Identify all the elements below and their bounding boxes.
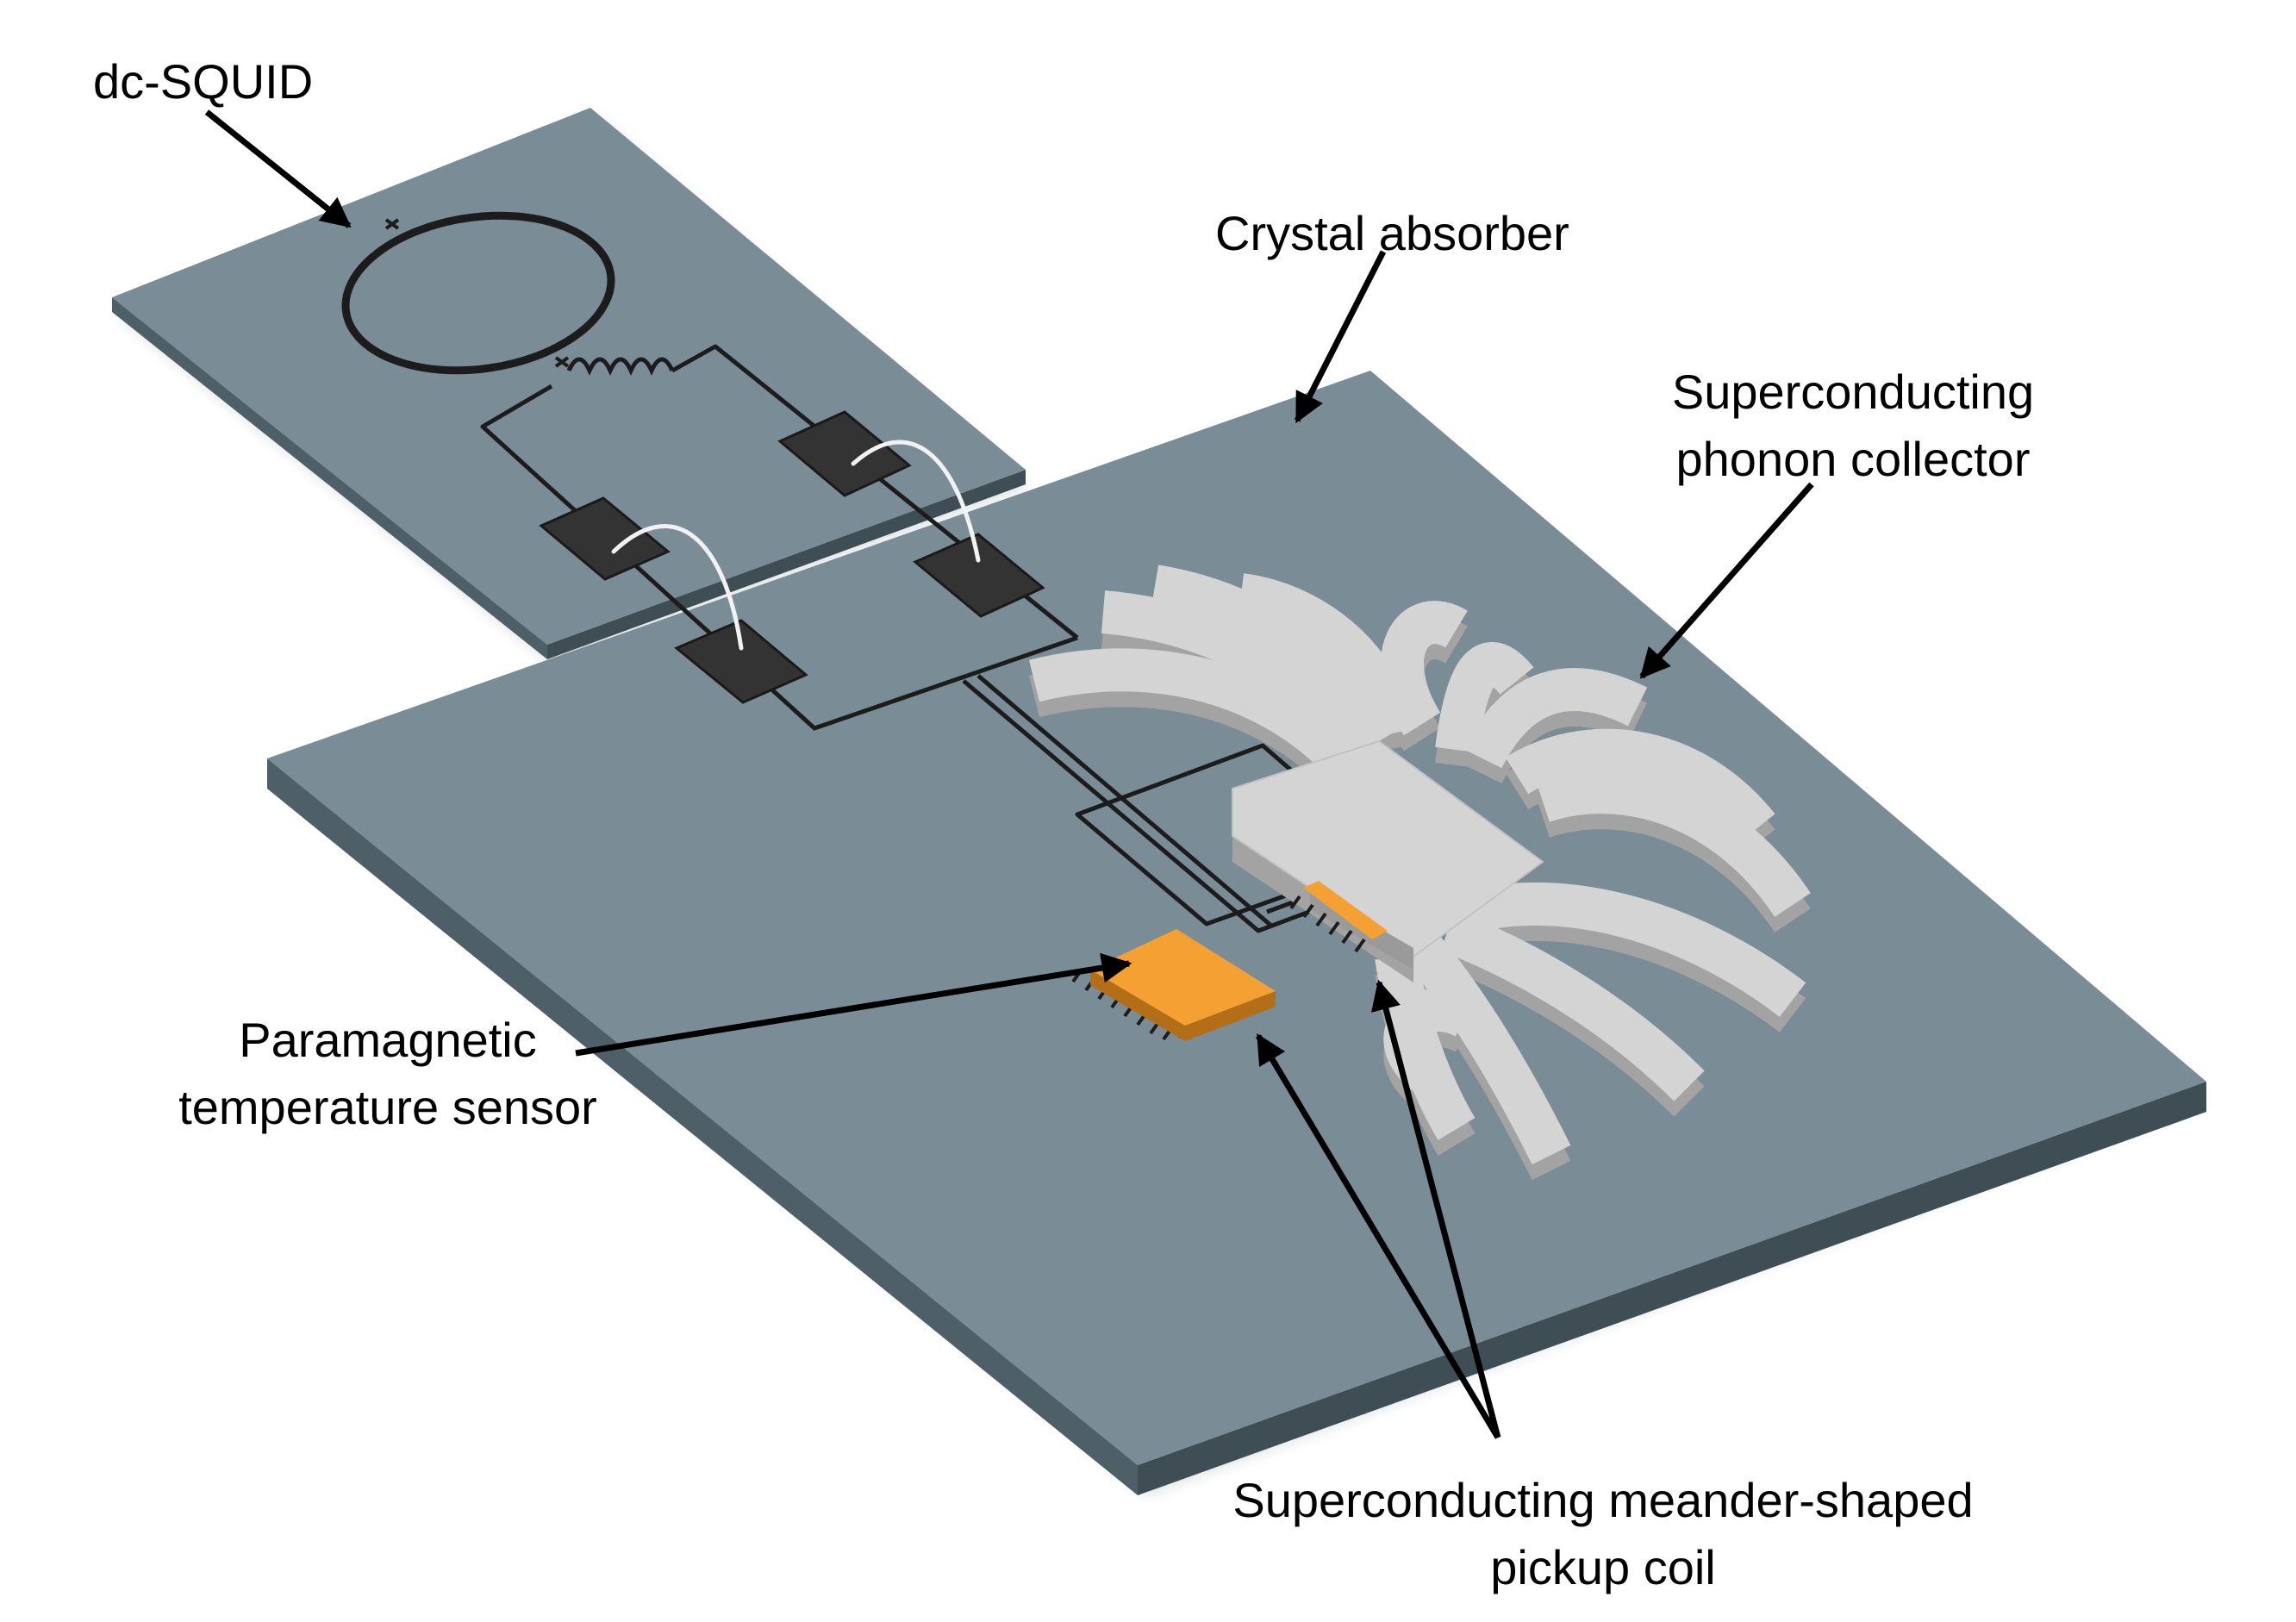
collector-finger-11 — [1440, 910, 1705, 1101]
squid-chip-side-left — [112, 297, 547, 659]
absorber-side-right — [1138, 1082, 2206, 1495]
collector-finger-10 — [1458, 882, 1806, 1017]
crystal-absorber-label: Crystal absorber — [1215, 200, 1569, 267]
input-coil — [566, 357, 675, 376]
bond-pad-3 — [913, 533, 1045, 618]
temperature-sensor-line-2: temperature sensor — [178, 1080, 597, 1134]
pickup-coil-label: Superconducting meander-shaped pickup co… — [1172, 1467, 2034, 1601]
pickup-coil-arrow-2 — [1371, 979, 1501, 1438]
trace-feed-b — [976, 674, 1273, 927]
phonon-collector-top — [1028, 565, 1811, 1165]
collector-finger-7 — [1463, 668, 1648, 769]
trace-squid-left — [480, 384, 1078, 731]
squid-chip — [112, 108, 1026, 659]
phonon-collector-label: Superconducting phonon collector — [1629, 359, 2077, 493]
temperature-sensor-line-1: Paramagnetic — [239, 1013, 537, 1067]
bond-wires — [611, 440, 981, 651]
trace-squid-right — [671, 344, 1079, 639]
dc-squid-text: dc-SQUID — [93, 54, 314, 109]
bond-wire-1 — [851, 440, 981, 563]
temperature-sensor-arrow — [575, 952, 1132, 1057]
sensor-top — [1090, 929, 1276, 1026]
squid-ring — [341, 211, 615, 375]
crystal-absorber-text: Crystal absorber — [1215, 206, 1569, 260]
pickup-coil-line-2: pickup coil — [1490, 1540, 1716, 1594]
dc-squid-arrow — [204, 109, 352, 228]
annotation-arrows — [204, 109, 1814, 1439]
phonon-collector-line-1: Superconducting — [1671, 365, 2035, 419]
josephson-junction-bottom — [554, 356, 570, 368]
sensor-strip — [1303, 881, 1388, 939]
phonon-collector — [1028, 565, 1811, 1181]
phonon-collector-line-2: phonon collector — [1675, 432, 2031, 486]
temperature-sensor-label: Paramagnetic temperature sensor — [138, 1007, 638, 1141]
squid-chip-top — [112, 108, 1026, 645]
bond-pad-4 — [674, 619, 808, 704]
collector-finger-5 — [1381, 601, 1468, 736]
collector-body-top — [1232, 739, 1544, 958]
collector-finger-12 — [1405, 933, 1571, 1165]
squid-chip-side-right — [547, 470, 1026, 659]
bond-pads — [539, 410, 1045, 704]
collector-finger-1 — [1028, 648, 1361, 778]
bond-pad-2 — [539, 496, 671, 581]
phonon-collector-arrow — [1639, 482, 1814, 679]
absorber-side-left — [267, 758, 1138, 1495]
collector-finger-14 — [1383, 988, 1476, 1095]
pickup-coil-line-1: Superconducting meander-shaped — [1232, 1473, 1974, 1527]
collector-finger-2 — [1101, 590, 1379, 764]
bond-wire-2 — [611, 524, 744, 651]
dc-squid-label: dc-SQUID — [93, 48, 313, 115]
squid-loop — [341, 211, 675, 376]
collector-finger-4 — [1238, 573, 1418, 739]
collector-finger-6 — [1435, 642, 1534, 753]
collector-finger-3 — [1151, 565, 1398, 752]
pickup-coil-arrow-1 — [1255, 1032, 1501, 1439]
bond-pad-1 — [777, 410, 912, 497]
crystal-absorber-arrow — [1294, 250, 1387, 424]
collector-finger-9 — [1536, 770, 1811, 918]
sensor-side — [1090, 970, 1276, 1041]
collector-finger-8 — [1505, 728, 1775, 842]
temperature-sensor — [1071, 881, 1388, 1041]
josephson-junction-top — [384, 218, 400, 230]
